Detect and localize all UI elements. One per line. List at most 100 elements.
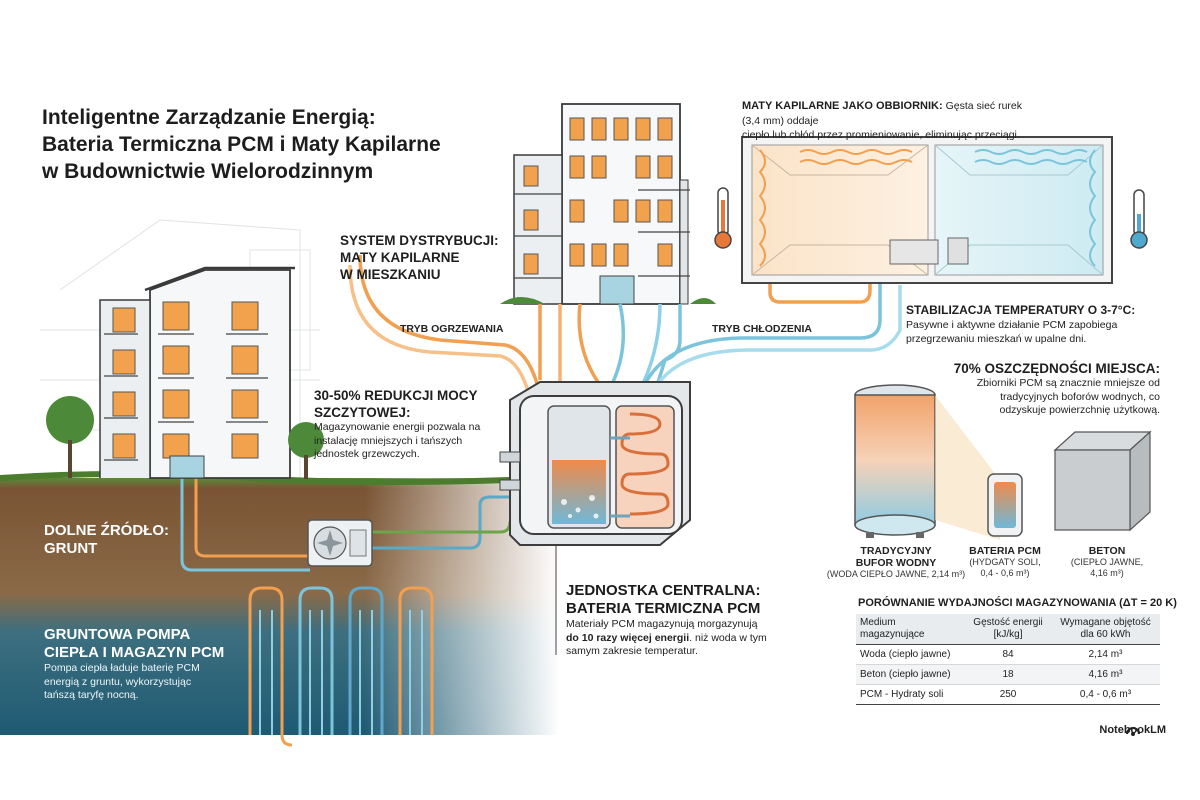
heating-mode-label: TRYB OGRZEWANIA [400, 323, 504, 335]
thermometer-warm-icon [714, 187, 732, 249]
pump-text-1: Pompa ciepła ładuje baterię PCM [44, 662, 200, 674]
maty-heading: MATY KAPILARNE JAKO OBBIORNIK: [742, 100, 943, 112]
reduction-heading-1: 30-50% REDUKCJI MOCY [314, 388, 478, 403]
stab-text-1: Pasywne i aktywne działanie PCM zapobieg… [906, 319, 1118, 331]
notebooklm-logo-icon [1126, 727, 1140, 736]
water-sub: (WODA CIEPŁO JAWNE, 2,14 m³) [826, 569, 966, 579]
reduction-text-2: instalację mniejszych i tańszych [314, 434, 463, 447]
concrete-sub-1: (CIEPŁO JAWNE, [1070, 557, 1144, 567]
pump-text-2: energią z gruntu, wykorzystując [44, 675, 192, 688]
table-row: Woda (ciepło jawne) 84 2,14 m³ [856, 644, 1160, 665]
table-row: Beton (ciepło jawne) 18 4,16 m³ [856, 664, 1160, 685]
concrete-block [1053, 430, 1152, 532]
header-cell-line: magazynujące [860, 629, 925, 640]
room-section [741, 136, 1113, 284]
maty-text-2: ciepło lub chłód przez promieniowanie, e… [742, 128, 1020, 141]
left-building [46, 266, 324, 479]
water-title-1: TRADYCYJNY [860, 545, 932, 557]
space-text-1: Zbiorniki PCM są znacznie mniejsze od [976, 377, 1160, 389]
concrete-sub-2: 4,16 m³) [1090, 568, 1124, 578]
top-building [500, 103, 716, 305]
heat-pump-callout: GRUNTOWA POMPA CIEPŁA I MAGAZYN PCM Pomp… [44, 626, 244, 703]
stab-text-2: przegrzewaniu mieszkań w upalne dni. [906, 332, 1087, 345]
space-saving-callout: 70% OSZCZĘDNOŚCI MIEJSCA: Zbiorniki PCM … [940, 360, 1160, 418]
reduction-heading-2: SZCZYTOWEJ: [314, 405, 411, 420]
brand-text: NotebookLM [1099, 724, 1166, 736]
pcm-title: BATERIA PCM [969, 545, 1041, 557]
pcm-battery-small [987, 473, 1023, 537]
ground-source-label: DOLNE ŹRÓDŁO: GRUNT [44, 522, 169, 558]
ground-line2: GRUNT [44, 540, 98, 557]
ground-section [0, 471, 561, 735]
concrete-title: BETON [1088, 545, 1126, 557]
central-line2: BATERIA TERMICZNA PCM [566, 600, 761, 617]
table-cell: Woda (ciepło jawne) [856, 644, 966, 665]
page-title-line2: Bateria Termiczna PCM i Maty Kapilarne [42, 133, 441, 156]
table-cell: 84 [965, 644, 1051, 665]
pcm-battery-unit [499, 381, 691, 546]
concrete-caption: BETON (CIEPŁO JAWNE, 4,16 m³) [1064, 545, 1150, 579]
header-cell-line: Gęstość energii [973, 617, 1043, 628]
cooling-mode-label: TRYB CHŁODZENIA [712, 323, 812, 335]
page-title-line1: Inteligentne Zarządzanie Energią: [42, 106, 376, 129]
page-title: Inteligentne Zarządzanie Energią: Bateri… [42, 104, 512, 185]
header-cell-line: dla 60 kWh [1080, 629, 1131, 640]
table-cell: Beton (ciepło jawne) [856, 664, 966, 685]
system-label: SYSTEM DYSTRYBUCJI: MATY KAPILARNE W MIE… [340, 232, 499, 283]
thermometer-cool-icon [1130, 189, 1148, 249]
header-cell-line: Wymagane objętość [1060, 617, 1151, 628]
compare-highlight [935, 395, 1000, 540]
header-cell-line: Medium [860, 617, 896, 628]
table-cell: 18 [965, 664, 1051, 685]
table-cell: 2,14 m³ [1050, 644, 1160, 665]
page-title-line3: w Budownictwie Wielorodzinnym [42, 160, 374, 183]
table-row: PCM - Hydraty soli 250 0,4 - 0,6 m³ [856, 684, 1160, 705]
ground-line1: DOLNE ŹRÓDŁO: [44, 522, 169, 539]
central-text-2-bold: do 10 razy więcej energii [566, 631, 690, 644]
stabilization-callout: STABILIZACJA TEMPERATURY O 3-7°C: Pasywn… [906, 302, 1166, 346]
peak-reduction-callout: 30-50% REDUKCJI MOCY SZCZYTOWEJ: Magazyn… [314, 387, 504, 462]
central-unit-callout: JEDNOSTKA CENTRALNA: BATERIA TERMICZNA P… [566, 582, 806, 659]
maty-text-1: Gęsta sieć rurek (3,4 mm) oddaje [742, 100, 1023, 127]
table-cell: PCM - Hydraty soli [856, 684, 966, 705]
central-text-2: do 10 razy więcej energii. niż woda w ty… [566, 632, 806, 646]
pump-line1: GRUNTOWA POMPA [44, 626, 191, 643]
pcm-sub-1: (HYDGATY SOLI, [969, 557, 1041, 567]
brand-label: NotebookLM [1099, 724, 1166, 736]
system-line3: W MIESZKANIU [340, 267, 441, 282]
water-title-2: BUFOR WODNY [855, 557, 937, 569]
table-cell: 4,16 m³ [1050, 664, 1160, 685]
maty-callout: MATY KAPILARNE JAKO OBBIORNIK: Gęsta sie… [742, 98, 1042, 142]
heat-pump-unit [307, 519, 373, 567]
water-buffer-tank [854, 384, 936, 538]
comparison-header: Gęstość energii[kJ/kg] [965, 614, 1051, 645]
central-line1: JEDNOSTKA CENTRALNA: [566, 582, 761, 599]
pump-text-3: tańszą taryfę nocną. [44, 689, 139, 701]
system-line2: MATY KAPILARNE [340, 250, 460, 265]
space-heading: 70% OSZCZĘDNOŚCI MIEJSCA: [953, 361, 1160, 376]
pcm-tank-caption: BATERIA PCM (HYDGATY SOLI, 0,4 - 0,6 m³) [955, 545, 1055, 579]
space-text-3: odzyskuje powierzchnię użytkową. [999, 404, 1161, 416]
space-text-2: tradycyjnych boforów wodnych, co [1000, 390, 1160, 403]
pump-line2: CIEPŁA I MAGAZYN PCM [44, 644, 225, 661]
system-line1: SYSTEM DYSTRYBUCJI: [340, 233, 499, 248]
reduction-text-1: Magazynowanie energii pozwala na [314, 421, 481, 433]
table-cell: 0,4 - 0,6 m³ [1050, 684, 1160, 705]
distribution-pipes [348, 254, 902, 399]
pcm-sub-2: 0,4 - 0,6 m³) [980, 568, 1030, 578]
central-text-1: Materiały PCM magazynują morgazynują [566, 618, 758, 630]
stab-heading: STABILIZACJA TEMPERATURY O 3-7°C: [906, 303, 1136, 317]
water-tank-caption: TRADYCYJNY BUFOR WODNY (WODA CIEPŁO JAWN… [826, 545, 966, 580]
central-text-2-rest: . niż woda w tym [689, 631, 767, 644]
table-cell: 250 [965, 684, 1051, 705]
header-cell-line: [kJ/kg] [993, 629, 1023, 640]
comparison-caption: PORÓWNANIE WYDAJNOŚCI MAGAZYNOWANIA (ΔT … [858, 597, 1177, 609]
reduction-text-3: jednostek grzewczych. [314, 448, 420, 460]
central-text-3: samym zakresie temperatur. [566, 645, 698, 657]
ground-loop-pipes [180, 478, 514, 747]
